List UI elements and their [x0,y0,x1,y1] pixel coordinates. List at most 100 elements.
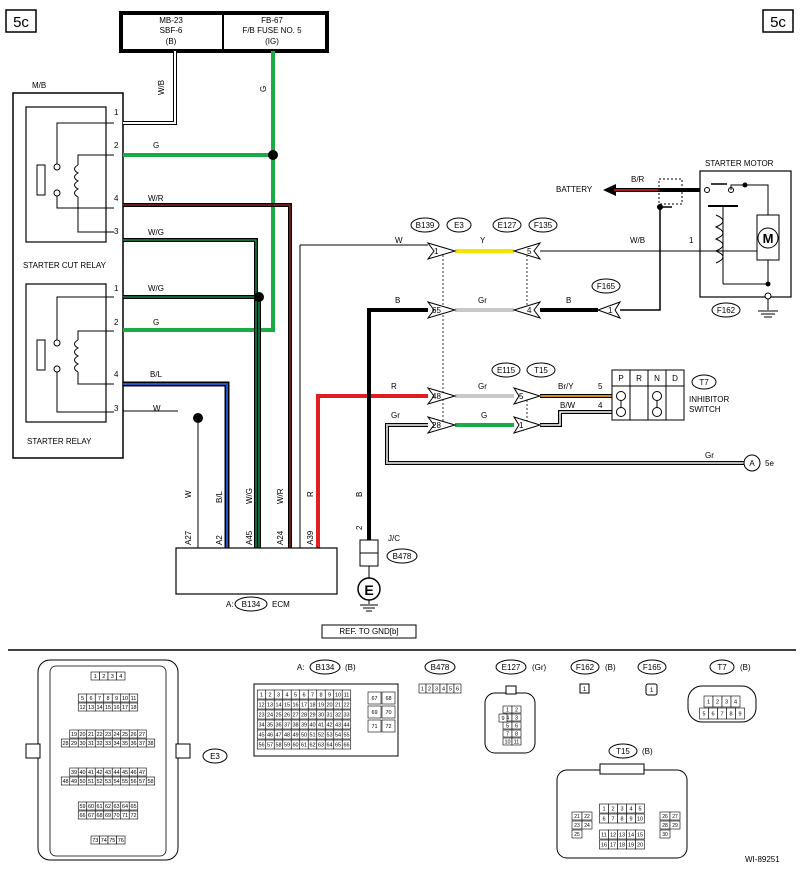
b134-grid-pin: 57 [267,742,273,748]
svg-text:Gr: Gr [391,411,400,420]
b134-grid-pin: 3 [277,692,280,698]
svg-text:P: P [618,374,623,383]
t15-grid-pin: 2 [611,806,614,812]
battery-label: BATTERY [556,185,593,194]
svg-text:28: 28 [432,421,441,430]
fuse-fb67-line3: (IG) [265,37,279,46]
svg-text:1: 1 [519,421,524,430]
svg-text:1: 1 [114,284,119,293]
e3-grid-pin: 53 [105,779,111,785]
b134-grid-pin: 4 [285,692,288,698]
b134-grid-pin: 19 [318,702,324,708]
b134-grid-pin: 45 [258,732,264,738]
t15-grid-pin: 6 [602,816,605,822]
b134-grid-pin: 32 [335,712,341,718]
t15-grid-pin: 3 [620,806,623,812]
b134-grid-pin: 39 [301,722,307,728]
b134-side-pin: 70 [385,710,391,716]
e127-grid-pin: 3 [515,715,518,721]
e3-grid-pin: 59 [79,804,85,810]
svg-text:D: D [672,374,678,383]
t15-side-pin: 23 [574,823,580,829]
svg-text:4: 4 [527,306,532,315]
svg-text:T7: T7 [717,663,727,672]
e3-grid-pin: 55 [122,779,128,785]
svg-text:B139: B139 [416,221,435,230]
b134-grid-pin: 2 [268,692,271,698]
e127-grid-pin: 7 [506,731,509,737]
svg-text:W/G: W/G [148,284,164,293]
t7-grid-pin: 9 [738,711,741,717]
b134-grid-pin: 13 [267,702,273,708]
svg-text:E3: E3 [210,752,220,761]
svg-text:F165: F165 [597,282,616,291]
b134-grid-pin: 43 [335,722,341,728]
b134-grid-pin: 51 [309,732,315,738]
e3-grid-pin: 19 [71,732,77,738]
t15-grid-pin: 7 [611,816,614,822]
b134-side-pin: 71 [371,724,377,730]
e3-grid-pin: 42 [96,770,102,776]
svg-text:3: 3 [114,227,119,236]
svg-text:INHIBITOR: INHIBITOR [689,395,730,404]
svg-text:B478: B478 [393,552,412,561]
b134-grid-pin: 11 [344,692,350,698]
b134-grid-pin: 7 [311,692,314,698]
svg-text:1: 1 [114,108,119,117]
svg-text:F162: F162 [717,306,736,315]
ecm-box: A: B134 ECM [175,547,338,612]
page-tag-left: 5c [5,9,37,33]
t15-side-pin: 28 [662,823,668,829]
b134-grid-pin: 8 [319,692,322,698]
b478-grid-pin: 6 [456,686,459,692]
b134-grid-pin: 9 [328,692,331,698]
e3-grid-pin: 6 [89,696,92,702]
t7-grid-pin: 5 [702,711,705,717]
b134-grid-pin: 20 [326,702,332,708]
t15-side-pin: 22 [584,814,590,820]
b134-grid-pin: 17 [301,702,307,708]
e127-grid-pin: 11 [514,739,520,745]
svg-text:T15: T15 [616,747,630,756]
e3-grid-pin: 32 [96,741,102,747]
b134-grid-pin: 14 [275,702,281,708]
svg-text:4: 4 [598,401,603,410]
e3-grid-pin: 31 [88,741,94,747]
svg-text:4: 4 [114,370,119,379]
t15-grid-pin: 12 [610,832,616,838]
svg-text:2: 2 [114,141,119,150]
b134-grid-pin: 60 [292,742,298,748]
b134-grid-pin: 46 [267,732,273,738]
e3-grid-pin: 74 [101,838,107,844]
svg-text:B/L: B/L [150,370,163,379]
svg-text:5: 5 [519,392,524,401]
svg-text:A27: A27 [184,530,193,545]
e3-grid-pin: 7 [98,696,101,702]
e3-grid-pin: 23 [105,732,111,738]
t15-grid-pin: 8 [620,816,623,822]
b134-grid-pin: 31 [326,712,332,718]
svg-text:B134: B134 [242,600,261,609]
b134-grid-pin: 50 [301,732,307,738]
e3-grid-pin: 44 [113,770,119,776]
b134-grid-pin: 16 [292,702,298,708]
t15-side-pin: 26 [662,814,668,820]
t15-grid-pin: 13 [619,832,625,838]
e3-grid-pin: 62 [105,804,111,810]
connector-labels: B139 E3 E127 F135 F165 E115 T15 T7 F162 [410,217,741,390]
t15-grid-pin: 5 [638,806,641,812]
t7-grid-pin: 8 [729,711,732,717]
b134-grid-pin: 47 [275,732,281,738]
svg-text:A: A [749,459,755,468]
b134-grid-pin: 24 [267,712,273,718]
e3-grid-pin: 48 [62,779,68,785]
fuse-fb67-line2: F/B FUSE NO. 5 [242,26,302,35]
b478-grid-pin: 1 [421,686,424,692]
svg-text:W/B: W/B [630,236,645,245]
svg-text:A:: A: [226,600,234,609]
e127-grid-pin: 6 [515,723,518,729]
e3-grid-pin: 57 [139,779,145,785]
svg-text:B/W: B/W [560,401,576,410]
